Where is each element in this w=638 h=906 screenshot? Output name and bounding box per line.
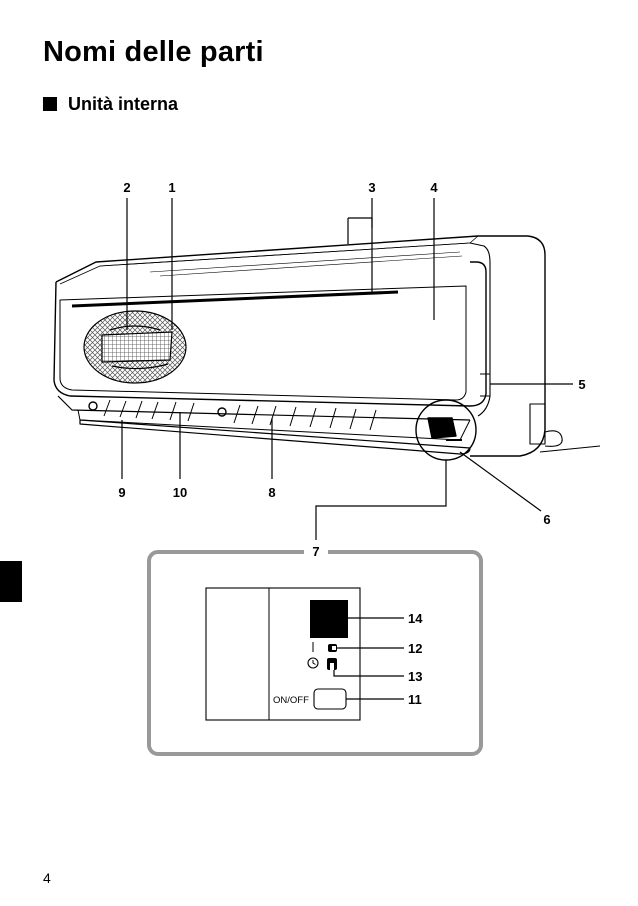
control-panel: ON/OFF bbox=[205, 587, 361, 721]
onoff-button[interactable] bbox=[313, 688, 347, 710]
clock-icon bbox=[307, 657, 319, 669]
callout-7: 7 bbox=[312, 544, 319, 559]
callout-2: 2 bbox=[123, 180, 130, 195]
air-filter-inset bbox=[83, 310, 187, 384]
callout-12: 12 bbox=[408, 641, 422, 656]
panel-leader-lines bbox=[333, 617, 404, 700]
frame-gap bbox=[304, 544, 328, 558]
leader-lines bbox=[121, 198, 573, 540]
square-bullet-icon bbox=[43, 97, 57, 111]
display-window bbox=[310, 600, 348, 638]
callout-8: 8 bbox=[268, 485, 275, 500]
page-title: Nomi delle parti bbox=[43, 36, 264, 68]
page-number: 4 bbox=[43, 870, 51, 886]
callout-5: 5 bbox=[578, 377, 585, 392]
callout-10: 10 bbox=[173, 485, 187, 500]
callout-14: 14 bbox=[408, 611, 423, 626]
onoff-label: ON/OFF bbox=[273, 695, 309, 706]
section-heading: Unità interna bbox=[43, 93, 178, 115]
callout-1: 1 bbox=[168, 180, 175, 195]
callout-6: 6 bbox=[543, 512, 550, 527]
callout-9: 9 bbox=[118, 485, 125, 500]
callout-11: 11 bbox=[408, 692, 422, 707]
section-title: Unità interna bbox=[68, 93, 179, 114]
callout-13: 13 bbox=[408, 669, 422, 684]
callout-4: 4 bbox=[430, 180, 438, 195]
side-tab-marker bbox=[0, 561, 22, 602]
indoor-unit-body bbox=[53, 235, 601, 457]
callout-3: 3 bbox=[368, 180, 375, 195]
